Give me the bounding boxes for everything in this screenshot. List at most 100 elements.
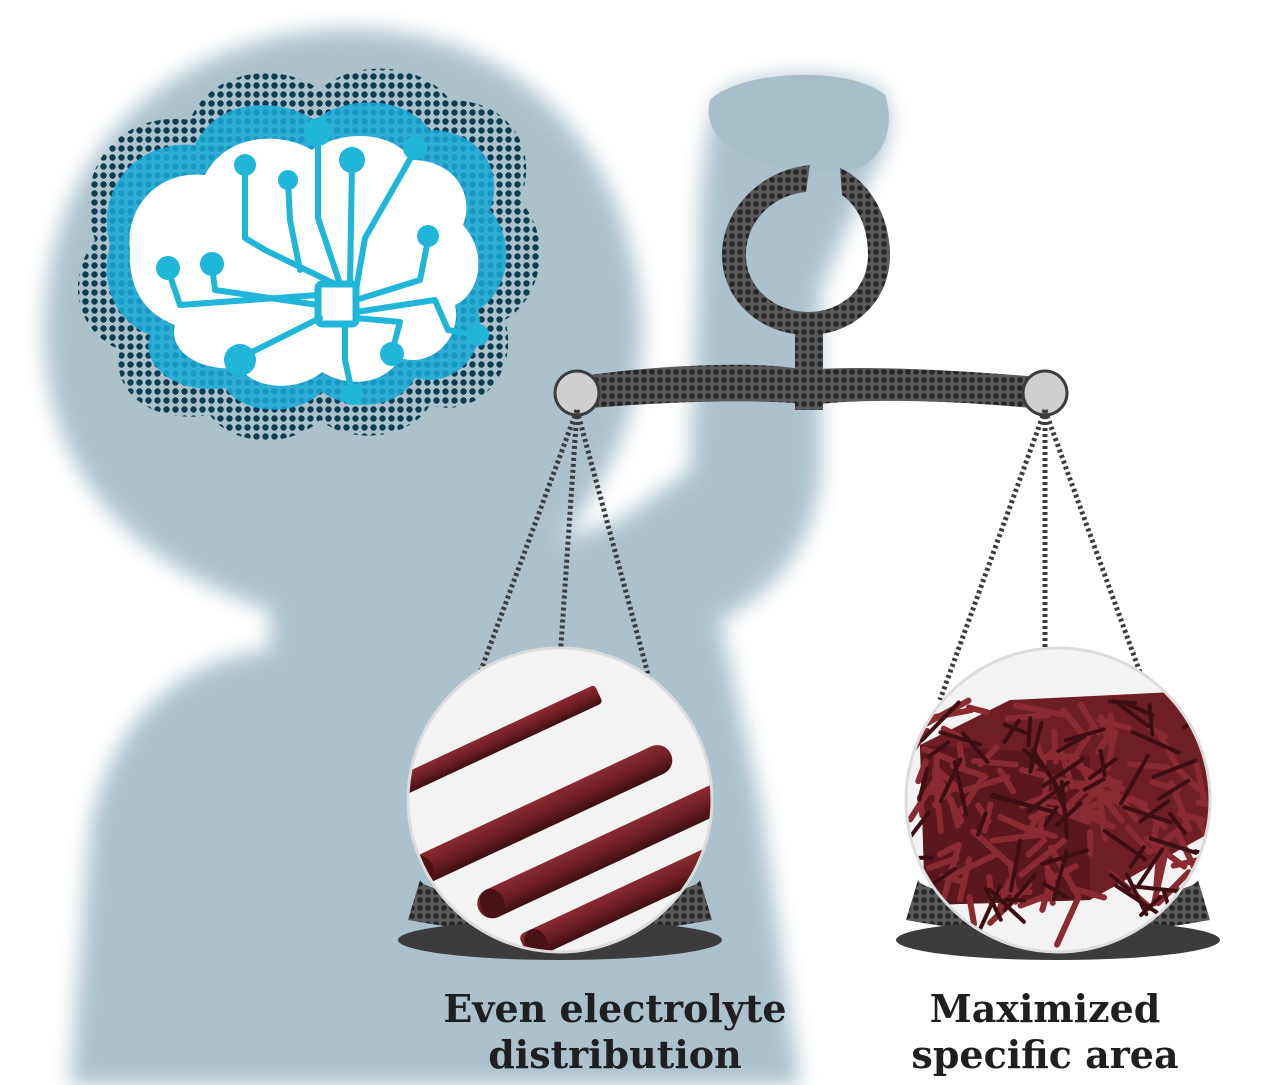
fiber: [1193, 698, 1210, 728]
fiber: [1112, 698, 1151, 729]
fiber: [965, 704, 991, 716]
caption-left-line1: Even electrolyte: [443, 986, 787, 1031]
fiber: [1095, 727, 1115, 755]
fiber: [1096, 716, 1132, 732]
fiber: [966, 894, 978, 928]
fiber: [1148, 836, 1198, 855]
caption-right-line1: Maximized: [929, 986, 1161, 1031]
fiber: [936, 842, 960, 858]
fiber: [1002, 718, 1021, 744]
fiber: [1195, 799, 1210, 810]
fiber: [956, 856, 973, 903]
fiber: [1002, 722, 1031, 736]
fiber: [961, 731, 990, 765]
fiber: [1124, 872, 1149, 917]
fiber: [1098, 748, 1107, 778]
rod: [408, 685, 602, 812]
fiber: [1056, 734, 1087, 753]
fiber: [1078, 810, 1116, 830]
fiber: [1026, 716, 1033, 748]
fiber: [1002, 872, 1038, 912]
fiber: [1108, 872, 1132, 892]
fiber: [1040, 848, 1089, 866]
fiber: [1147, 702, 1155, 737]
chip: [314, 280, 360, 328]
fiber: [1087, 829, 1094, 857]
fiber: [1201, 699, 1210, 716]
fiber: [956, 741, 966, 770]
fiber: [997, 767, 1017, 795]
fiber: [1008, 838, 1023, 893]
fiber: [919, 700, 961, 743]
fiber: [1138, 799, 1171, 824]
fiber: [1151, 758, 1198, 779]
fiber: [1168, 811, 1187, 836]
fiber: [1099, 771, 1139, 823]
fiber: [981, 801, 994, 834]
fiber: [1043, 805, 1059, 828]
fiber: [1156, 778, 1191, 802]
caption-maximized-area: Maximized specific area: [880, 986, 1210, 1078]
fiber: [1017, 823, 1058, 840]
fiber: [1127, 760, 1171, 771]
fiber: [1122, 805, 1174, 825]
caption-right-line2: specific area: [911, 1032, 1179, 1077]
circuit-brain-icon: [77, 68, 540, 441]
fiber: [1198, 876, 1210, 898]
fiber: [970, 828, 1012, 867]
fiber: [1130, 730, 1181, 755]
fiber: [1082, 777, 1106, 792]
fiber: [1128, 845, 1146, 869]
fiber: [1155, 869, 1192, 907]
fiber: [1124, 824, 1153, 855]
fiber: [938, 757, 963, 804]
fiber: [1055, 801, 1083, 827]
fiber: [1028, 720, 1044, 768]
fiber: [906, 810, 931, 852]
fiber: [1072, 752, 1092, 783]
fiber: [989, 794, 1017, 804]
fiber: [960, 774, 1011, 794]
fiber: [1174, 765, 1201, 792]
scale-ring: [722, 165, 890, 335]
fiber: [1151, 847, 1170, 907]
fiber: [1059, 779, 1070, 840]
fiber: [1118, 753, 1150, 806]
caption-even-electrolyte: Even electrolyte distribution: [420, 986, 810, 1078]
fiber: [1041, 757, 1085, 789]
fiber: [1042, 882, 1069, 899]
fiber: [927, 740, 951, 759]
fiber: [1122, 700, 1155, 718]
fiber: [1012, 702, 1066, 718]
fiber: [907, 855, 935, 861]
fiber: [1025, 837, 1048, 858]
fiber: [944, 850, 1002, 881]
fiber: [989, 831, 1049, 844]
fiber: [1017, 890, 1056, 909]
pivot-left: [553, 369, 601, 417]
fiber: [975, 811, 988, 837]
fiber: [1130, 884, 1186, 894]
fiber: [1018, 837, 1068, 878]
fiber: [971, 757, 1019, 768]
scale-beam: [570, 364, 1050, 410]
fiber: [995, 878, 1012, 917]
fiber: [1194, 761, 1208, 806]
fiber: [1114, 883, 1159, 915]
fiber: [1137, 847, 1165, 887]
fist: [708, 74, 889, 171]
fiber: [1071, 775, 1113, 817]
rod: [477, 778, 712, 919]
fiber: [915, 758, 929, 785]
fiber: [1200, 733, 1210, 745]
caption-left-line2: distribution: [488, 1032, 742, 1077]
fiber: [1070, 885, 1107, 901]
fiber: [917, 766, 930, 802]
fiber: [1157, 732, 1181, 770]
fiber: [1053, 894, 1082, 948]
fiber: [1129, 795, 1168, 830]
pivot-right: [1021, 369, 1069, 417]
fiber: [1004, 712, 1051, 722]
fiber: [938, 730, 983, 747]
